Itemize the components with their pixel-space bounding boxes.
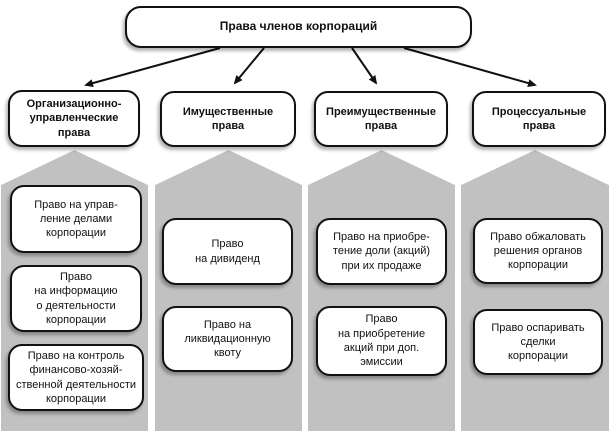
leaf-node-manage-corporation-affairs: Право на управ- ление делами корпорации: [10, 185, 142, 253]
leaf-node-information-about-activity: Право на информацию о деятельности корпо…: [10, 265, 142, 332]
leaf-node-acquire-shares-on-sale: Право на приобре- тение доли (акций) при…: [316, 218, 447, 285]
category-node-preemptive-rights: Преимущественные права: [314, 91, 448, 147]
category-node-procedural-rights: Процессуальные права: [472, 91, 606, 147]
leaf-node-acquire-shares-additional-issue: Право на приобретение акций при доп. эми…: [316, 306, 447, 376]
column-arrow-procedural: [461, 150, 609, 431]
root-node-corporate-members-rights: Права членов корпораций: [125, 6, 472, 48]
leaf-node-appeal-decisions: Право обжаловать решения органов корпора…: [473, 218, 603, 284]
leaf-node-dividend-right: Право на дивиденд: [162, 218, 293, 285]
leaf-node-contest-transactions: Право оспаривать сделки корпорации: [473, 309, 603, 375]
leaf-node-liquidation-quota-right: Право на ликвидационную квоту: [162, 306, 293, 372]
category-node-organizational-managerial-rights: Организационно- управленческие права: [8, 90, 140, 147]
leaf-node-control-financial-activity: Право на контроль финансово-хозяй- ствен…: [8, 344, 144, 411]
column-arrow-preemptive: [308, 150, 455, 431]
category-node-property-rights: Имущественные права: [160, 91, 296, 147]
column-arrow-property: [155, 150, 302, 431]
